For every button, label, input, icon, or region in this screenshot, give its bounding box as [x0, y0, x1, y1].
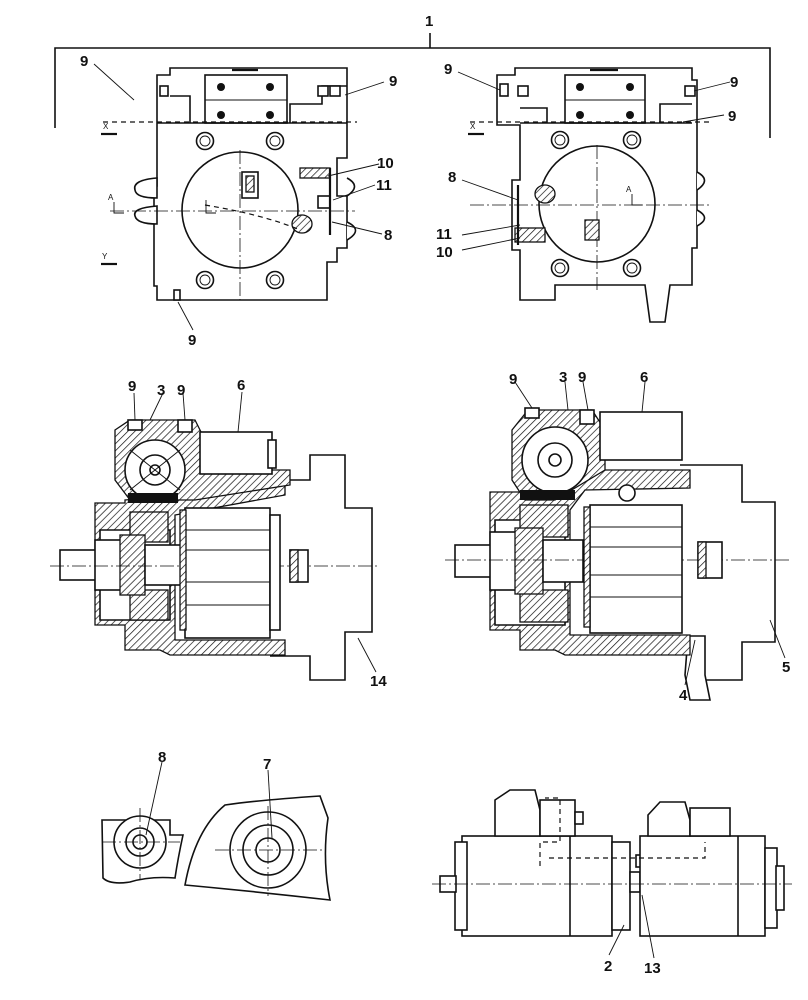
section-mark-a-right: A	[626, 185, 632, 194]
callout-6-a: 6	[237, 377, 245, 394]
callout-9-g: 9	[128, 378, 136, 395]
callout-14: 14	[370, 673, 387, 690]
callout-9-b: 9	[389, 73, 397, 90]
section-mark-x: X	[103, 122, 109, 131]
pump-section-left	[50, 419, 380, 681]
leader-lines	[93, 63, 786, 959]
callout-8-b: 8	[448, 169, 456, 186]
callout-8-a: 8	[384, 227, 392, 244]
callout-2: 2	[604, 958, 612, 975]
callout-9-f: 9	[728, 108, 736, 125]
callout-9-d: 9	[444, 61, 452, 78]
pump-top-view-left: X Y A	[101, 67, 357, 301]
assembly-bracket	[54, 33, 771, 138]
section-mark-a: A	[108, 193, 114, 202]
callout-7: 7	[263, 756, 271, 773]
callout-4: 4	[679, 687, 688, 704]
pump-top-view-right: X A	[468, 67, 712, 323]
callout-9-e: 9	[730, 74, 738, 91]
callout-6-b: 6	[640, 369, 648, 386]
callout-labels: 1 9 9 10 11 8 9 9 9 9 8 11 10 9 3 9 6 14…	[80, 13, 790, 977]
callout-9-a: 9	[80, 53, 88, 70]
callout-10-a: 10	[377, 155, 394, 172]
callout-5: 5	[782, 659, 790, 676]
pump-section-right	[445, 407, 790, 701]
section-mark-x-right: X	[470, 122, 476, 131]
pump-side-view	[432, 789, 792, 937]
callout-8-c: 8	[158, 749, 166, 766]
callout-10-b: 10	[436, 244, 453, 261]
callout-11-a: 11	[376, 177, 392, 194]
callout-13: 13	[644, 960, 661, 977]
detail-8	[101, 808, 184, 884]
callout-11-b: 11	[436, 226, 452, 243]
callout-9-j: 9	[578, 369, 586, 386]
callout-9-h: 9	[177, 382, 185, 399]
detail-7	[184, 795, 331, 901]
callout-9-c: 9	[188, 332, 196, 349]
callout-1: 1	[425, 13, 433, 30]
callout-9-i: 9	[509, 371, 517, 388]
callout-3-a: 3	[157, 382, 165, 399]
callout-3-b: 3	[559, 369, 567, 386]
section-mark-y: Y	[102, 252, 108, 261]
